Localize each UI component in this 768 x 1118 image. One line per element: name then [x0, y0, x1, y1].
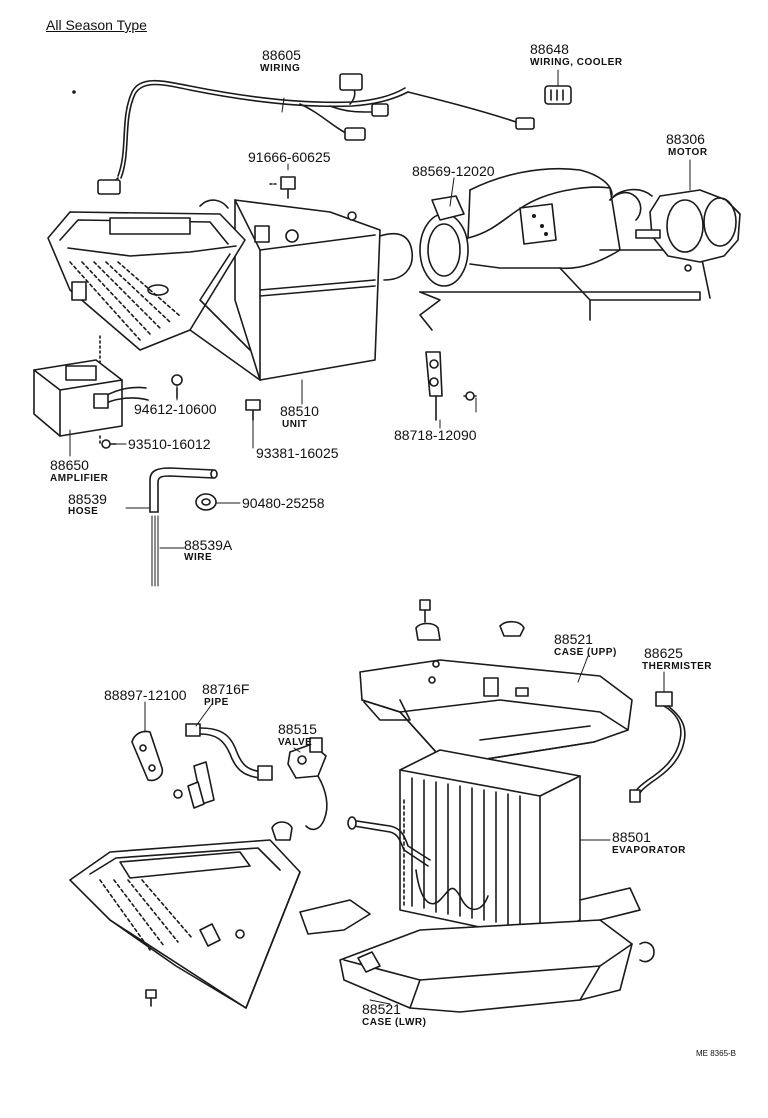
- clip-parts-lower: [145, 761, 293, 1007]
- part-number-88501: 88501: [612, 829, 651, 845]
- part-number-88648: 88648: [530, 41, 569, 57]
- part-number-88521-upper: 88521: [554, 631, 593, 647]
- part-number-91666: 91666-60625: [248, 149, 331, 165]
- part-number-88650: 88650: [50, 457, 89, 473]
- part-name-88716F: PIPE: [204, 697, 229, 708]
- part-name-88510: UNIT: [282, 419, 308, 430]
- part-number-88539A: 88539A: [184, 537, 233, 553]
- part-name-88521-lower: CASE (LWR): [362, 1017, 427, 1028]
- blower-motor-88306: [609, 188, 741, 272]
- wire-88539A: [151, 515, 159, 587]
- part-name-88515: VALVE: [278, 737, 313, 748]
- thermister-88625: [629, 691, 686, 803]
- diagram-title: All Season Type: [46, 17, 147, 33]
- part-number-88569: 88569-12020: [412, 163, 495, 179]
- part-number-88515: 88515: [278, 721, 317, 737]
- part-number-88521-lower: 88521: [362, 1001, 401, 1017]
- part-number-88510: 88510: [280, 403, 319, 419]
- part-number-94612: 94612-10600: [134, 401, 217, 417]
- hose-88539: [149, 467, 218, 513]
- bolt-91666: [267, 176, 296, 199]
- evaporator-88501: [347, 749, 581, 941]
- part-number-90480: 90480-25258: [242, 495, 325, 511]
- case-upper-88521: [359, 659, 633, 761]
- part-number-88897: 88897-12100: [104, 687, 187, 703]
- pipe-88716F: [185, 723, 273, 781]
- valve-88515: [287, 737, 328, 831]
- part-name-88539: HOSE: [68, 506, 99, 517]
- grommet-90480: [195, 493, 217, 511]
- part-name-88605: WIRING: [260, 63, 301, 74]
- wiring-cooler-connector: [544, 85, 572, 105]
- part-number-88625: 88625: [644, 645, 683, 661]
- part-number-88718: 88718-12090: [394, 427, 477, 443]
- part-name-88650: AMPLIFIER: [50, 473, 109, 484]
- small-parts-top: [415, 599, 525, 684]
- amplifier-88650: [33, 335, 149, 445]
- part-number-88306: 88306: [666, 131, 705, 147]
- blower-duct-88569: [419, 167, 711, 331]
- cooler-unit-88510: [47, 199, 413, 381]
- clamp-88718: [425, 351, 477, 421]
- diagram-reference-code: ME 8365-B: [696, 1049, 737, 1058]
- case-lower-88521: [299, 887, 655, 1013]
- part-name-88625: THERMISTER: [642, 661, 712, 672]
- part-number-88539: 88539: [68, 491, 107, 507]
- part-number-88716F: 88716F: [202, 681, 250, 697]
- part-number-93510: 93510-16012: [128, 436, 211, 452]
- part-name-88539A: WIRE: [184, 552, 213, 563]
- part-number-93381: 93381-16025: [256, 445, 339, 461]
- part-name-88306: MOTOR: [668, 147, 708, 158]
- bracket-88897: [131, 730, 164, 782]
- part-name-88521-upper: CASE (UPP): [554, 647, 617, 658]
- part-name-88648: WIRING, COOLER: [530, 57, 623, 68]
- part-name-88501: EVAPORATOR: [612, 845, 686, 856]
- wiring-harness-88605: [72, 73, 535, 195]
- air-duct-lower: [69, 839, 301, 1009]
- part-number-88605: 88605: [262, 47, 301, 63]
- leader-lines: [69, 69, 691, 1005]
